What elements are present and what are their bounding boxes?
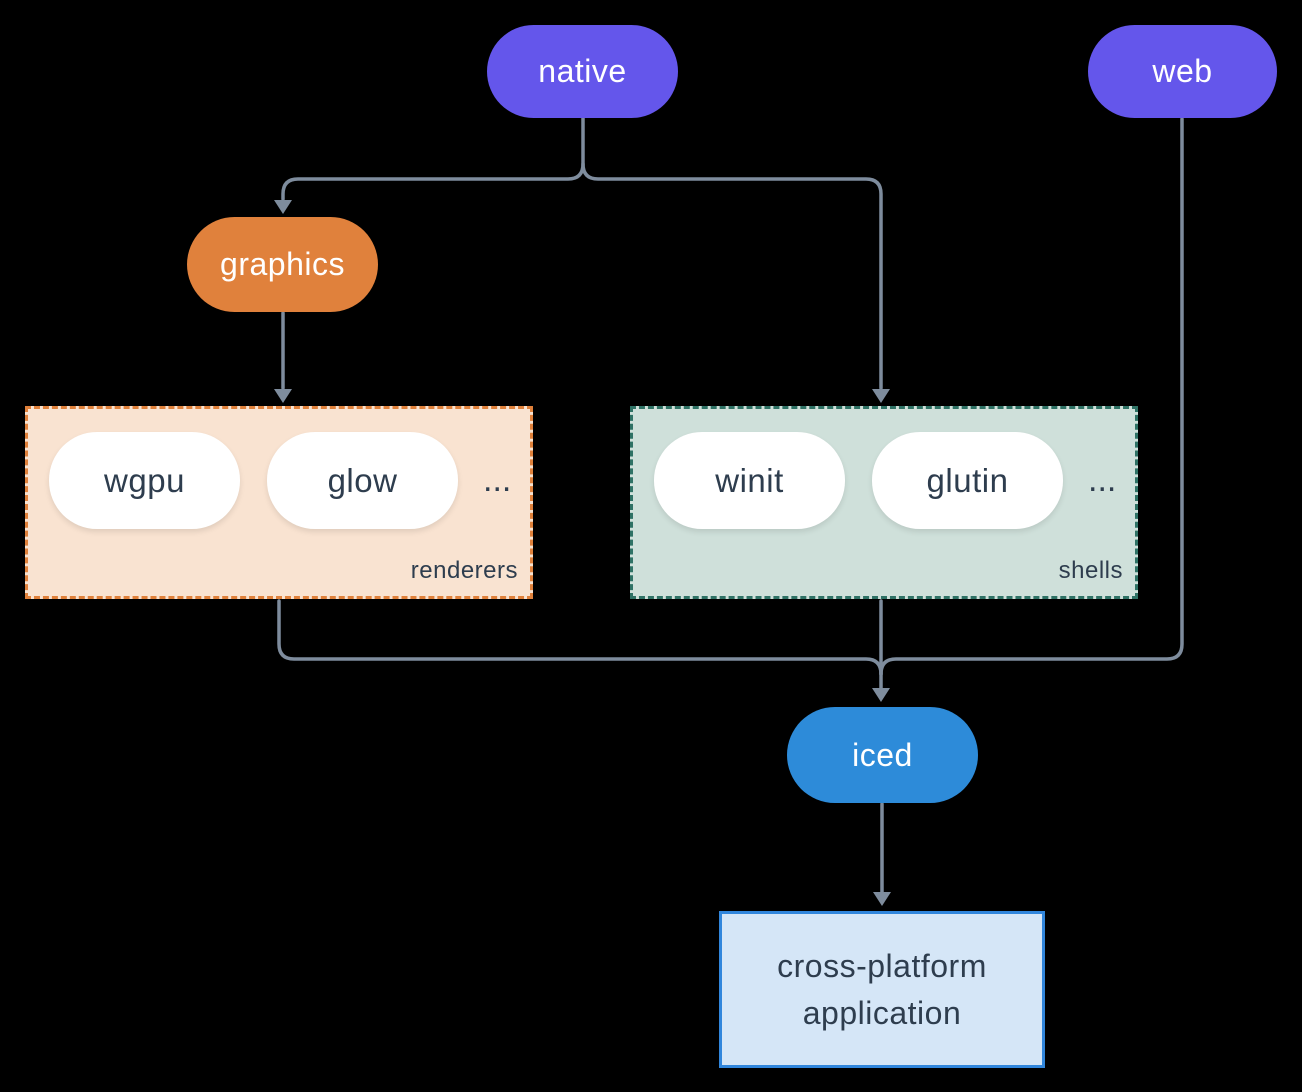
node-graphics: graphics xyxy=(187,217,378,312)
node-glow-label: glow xyxy=(327,461,398,499)
node-wgpu-label: wgpu xyxy=(104,461,185,499)
group-renderers: wgpu glow ... renderers xyxy=(25,406,533,599)
arrowhead-graphics xyxy=(274,200,292,214)
renderers-ellipsis: ... xyxy=(483,461,512,499)
node-glow: glow xyxy=(267,432,458,529)
edge-native-to-shells xyxy=(581,162,883,390)
node-native-label: native xyxy=(538,53,627,89)
node-web: web xyxy=(1088,25,1277,118)
node-cross-platform-application: cross-platform application xyxy=(719,911,1045,1068)
node-web-label: web xyxy=(1152,53,1213,89)
arrowhead-shells xyxy=(872,389,890,403)
renderers-pill-row: wgpu glow ... xyxy=(49,432,511,529)
node-glutin-label: glutin xyxy=(926,461,1009,499)
arrowhead-iced xyxy=(872,688,890,702)
shells-ellipsis: ... xyxy=(1088,461,1117,499)
node-winit: winit xyxy=(654,432,845,529)
arrowhead-application xyxy=(873,892,891,906)
node-iced-label: iced xyxy=(852,736,913,773)
group-shells: winit glutin ... shells xyxy=(630,406,1138,599)
node-iced: iced xyxy=(787,707,978,803)
edge-renderers-to-iced xyxy=(277,599,883,676)
edge-native-to-graphics xyxy=(281,116,585,201)
group-label-shells: shells xyxy=(1058,557,1123,584)
node-winit-label: winit xyxy=(715,461,784,499)
node-wgpu: wgpu xyxy=(49,432,240,529)
arrowhead-renderers xyxy=(274,389,292,403)
node-glutin: glutin xyxy=(872,432,1063,529)
application-label-line1: cross-platform xyxy=(777,947,987,984)
node-graphics-label: graphics xyxy=(220,246,345,282)
application-label-line2: application xyxy=(802,994,962,1031)
node-native: native xyxy=(487,25,678,118)
shells-pill-row: winit glutin ... xyxy=(654,432,1116,529)
group-label-renderers: renderers xyxy=(410,557,518,584)
